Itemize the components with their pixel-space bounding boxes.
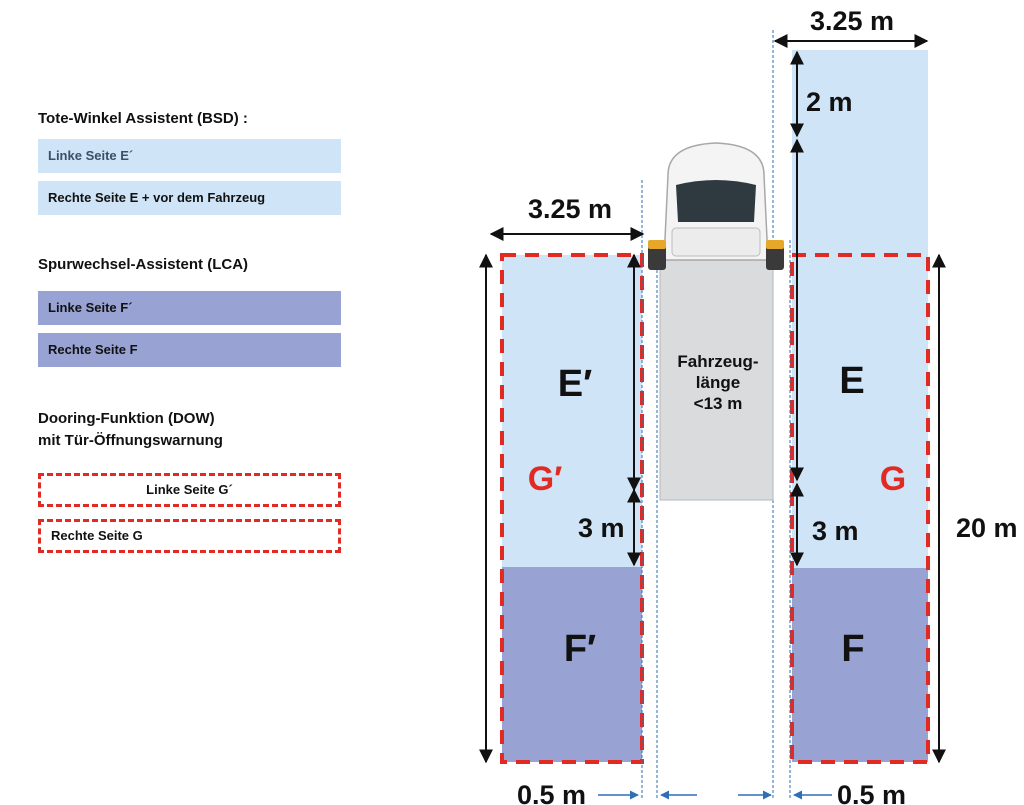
zone-f-right: [792, 568, 928, 762]
dim-width-left: 3.25 m: [528, 194, 612, 224]
dim-rear-left: 3 m: [578, 513, 625, 543]
dow-legend-heading-2: mit Tür-Öffnungswarnung: [38, 432, 223, 449]
zone-e-right: [792, 50, 928, 568]
zone-label-e-right: E: [839, 360, 864, 402]
zone-label-f-right: F: [841, 628, 864, 670]
lca-left-legend: Linke Seite F´: [38, 291, 341, 325]
dim-rear-right: 3 m: [812, 516, 859, 546]
zone-label-g-left: G′: [528, 460, 563, 498]
vehicle-length-line3: <13 m: [694, 394, 743, 413]
vehicle-length-line2: länge: [696, 373, 740, 392]
lca-right-legend: Rechte Seite F: [38, 333, 341, 367]
dim-offset-right: 0.5 m: [837, 780, 906, 805]
dow-right-legend: Rechte Seite G: [38, 519, 341, 553]
zone-label-e-left: E′: [558, 363, 592, 405]
dim-width-top-right: 3.25 m: [810, 6, 894, 36]
bsd-legend-heading: Tote-Winkel Assistent (BSD) :: [38, 110, 248, 127]
dow-legend-heading-1: Dooring-Funktion (DOW): [38, 410, 215, 427]
dim-total-length: 20 m: [956, 513, 1018, 543]
dim-offset-left: 0.5 m: [517, 780, 586, 805]
zone-label-g-right: G: [880, 460, 906, 498]
zone-f-left: [502, 567, 642, 762]
bsd-right-legend: Rechte Seite E + vor dem Fahrzeug: [38, 181, 341, 215]
dow-left-legend: Linke Seite G´: [38, 473, 341, 507]
vehicle-icon: [648, 142, 784, 501]
bsd-left-legend: Linke Seite E´: [38, 139, 341, 173]
dimension-arrows: [479, 34, 946, 764]
vehicle-length-line1: Fahrzeug-: [677, 352, 758, 371]
zone-g-left-border: [500, 253, 644, 764]
zone-e-left: [502, 255, 642, 567]
dim-front-extension: 2 m: [806, 87, 853, 117]
lca-legend-heading: Spurwechsel-Assistent (LCA): [38, 256, 249, 273]
zone-label-f-left: F′: [564, 628, 596, 670]
